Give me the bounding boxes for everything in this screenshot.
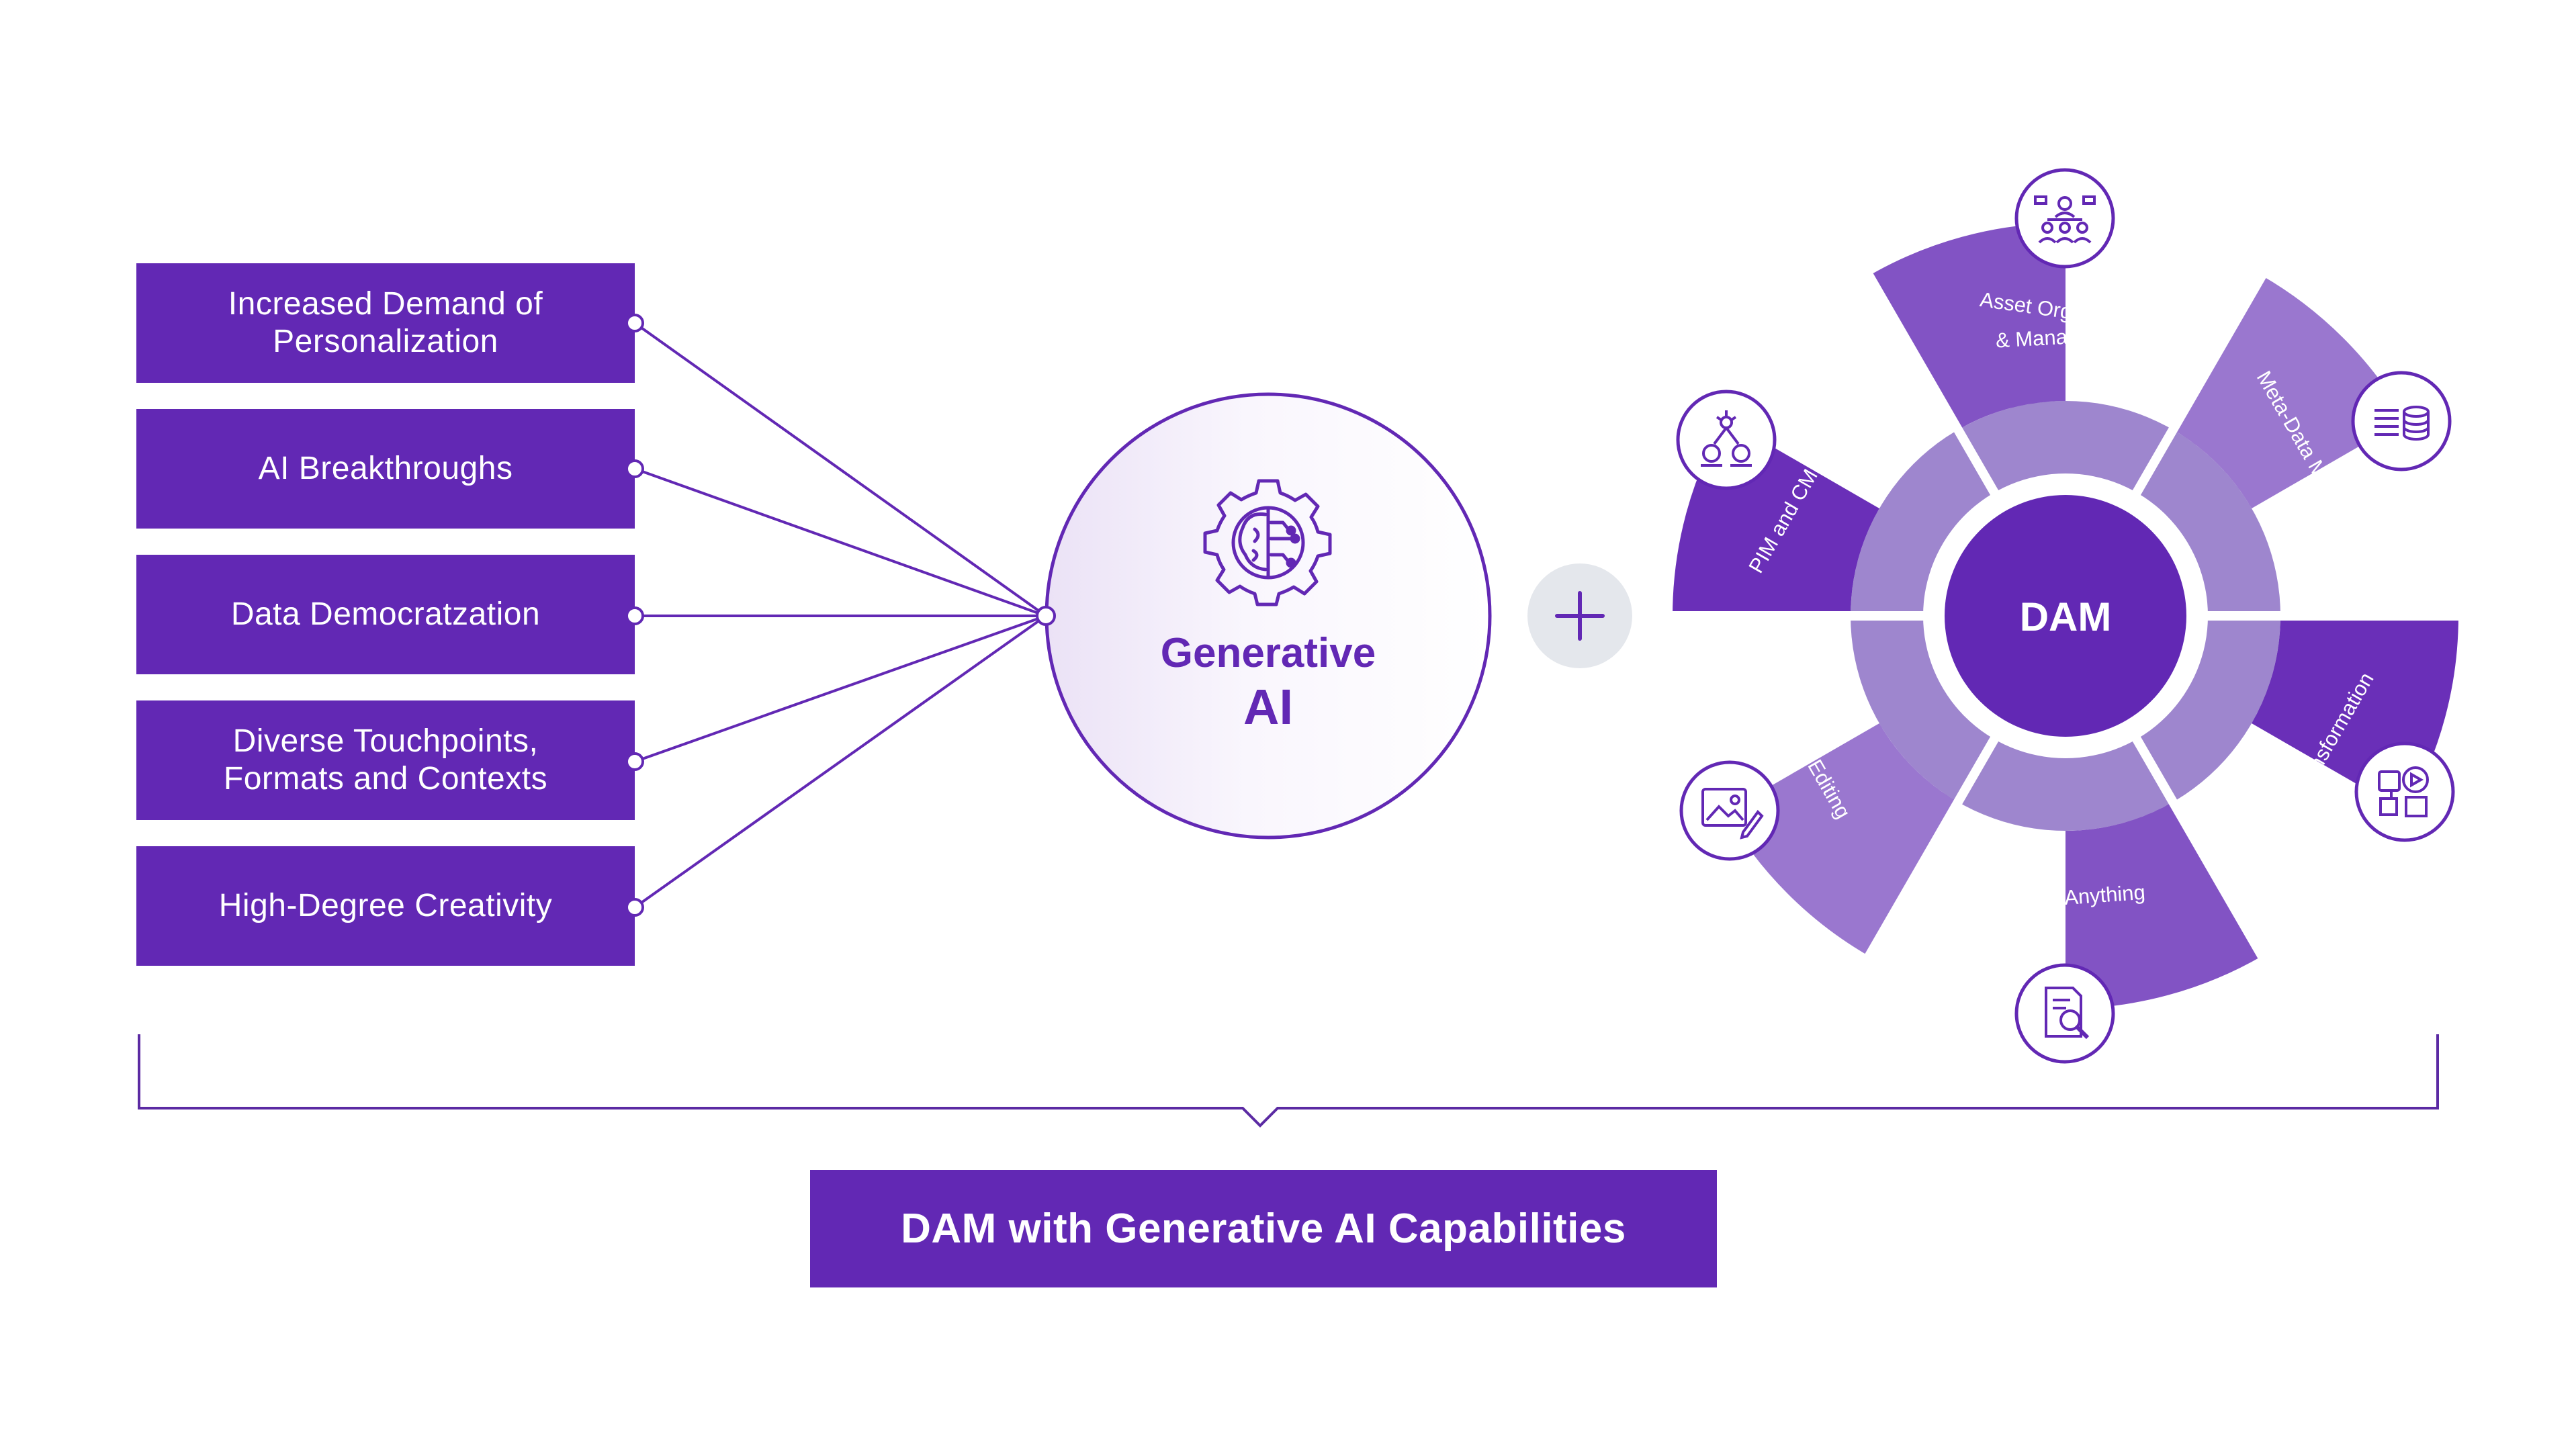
generative-ai-node: Generative AI [1036,392,1492,840]
driver-box: AI Breakthroughs [136,409,635,529]
generative-ai-circle [1045,392,1492,840]
connector-dot [625,898,644,917]
bracket [138,1034,2439,1128]
connector-dots [625,314,644,917]
connector-lines [633,322,1047,909]
driver-box: Diverse Touchpoints, Formats and Context… [136,700,635,820]
dam-center-label: DAM [2020,594,2112,639]
integration-network-icon [1676,390,1777,490]
driver-box: Increased Demand of Personalization [136,263,635,383]
generative-ai-subtitle: AI [1243,679,1293,735]
driver-box: Data Democratzation [136,555,635,674]
connector-dot [625,606,644,625]
media-share-icon [2354,741,2455,842]
generative-ai-title: Generative [1161,630,1376,676]
plus-icon [1527,563,1632,668]
connector-line [633,322,1047,617]
team-hierarchy-icon [2014,168,2115,269]
document-search-icon [2014,963,2115,1064]
result-box: DAM with Generative AI Capabilities [810,1170,1717,1287]
connector-line [634,615,1047,763]
connector-hub-dot [1036,606,1056,626]
dam-center [1945,495,2186,737]
dam-segment-preview [2065,802,2262,1009]
image-edit-icon [1679,760,1780,861]
database-list-icon [2351,371,2452,471]
dam-segment-asset-organization [1869,223,2066,430]
driver-box: High-Degree Creativity [136,846,635,966]
connector-line [633,615,1047,909]
ai-brain-gear-icon [1203,479,1332,606]
connector-dot [625,459,644,478]
connector-dot [625,314,644,332]
connector-dot [625,752,644,771]
connector-line [634,467,1047,617]
dam-wheel: DAM Asset Organization & Management Meta… [1659,168,2472,1064]
